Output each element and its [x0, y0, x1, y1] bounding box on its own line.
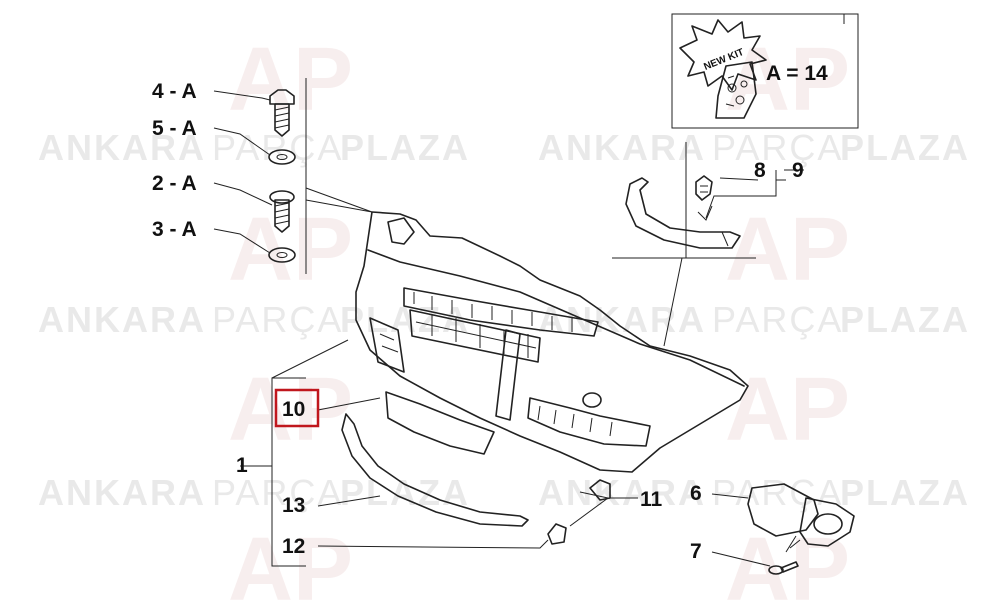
watermark-text: PARÇA: [712, 299, 843, 340]
label-10: 10: [282, 398, 305, 421]
watermark-text: PARÇA: [712, 127, 843, 168]
label-6: 6: [690, 482, 702, 505]
leader-lines: [213, 90, 804, 567]
washer-3: [268, 247, 296, 263]
watermark-text: ANKARA: [38, 127, 206, 168]
watermark-logo-text: AP: [725, 200, 850, 300]
kit-box-frame: [671, 13, 859, 129]
label-7: 7: [690, 540, 702, 563]
kit-formula: A = 14: [766, 62, 828, 85]
watermark-text: PARÇA: [712, 472, 843, 513]
screw-7: [768, 561, 799, 575]
label-4a: 4 - A: [152, 80, 197, 103]
highlight-box-10: [274, 388, 320, 428]
watermark-text: ANKARA: [538, 299, 706, 340]
watermark-text: PARÇA: [212, 299, 343, 340]
label-2a: 2 - A: [152, 172, 197, 195]
label-5a: 5 - A: [152, 117, 197, 140]
watermark-text: ANKARA: [538, 127, 706, 168]
watermark-text: PARÇA: [212, 472, 343, 513]
watermark-text: PLAZA: [840, 472, 970, 513]
watermark-text: PLAZA: [340, 472, 470, 513]
watermark-text: PARÇA: [212, 127, 343, 168]
washer-5: [268, 149, 296, 165]
trim-clip-8: [695, 175, 713, 201]
bolt-2: [269, 190, 295, 233]
top-trim-strip: [625, 177, 741, 249]
watermark-text: ANKARA: [38, 299, 206, 340]
watermark-logo-text: AP: [228, 360, 353, 460]
watermark-logo-text: AP: [228, 520, 353, 600]
watermark-logo-text: AP: [228, 30, 353, 130]
watermark-logo: AP AP AP AP AP AP AP AP: [228, 30, 850, 600]
callout-labels: 4 - A 5 - A 2 - A 3 - A 1 10 13 12 11 6 …: [152, 80, 804, 563]
kit-bag-icon: [715, 61, 757, 119]
bolt-4: [269, 89, 295, 137]
label-12: 12: [282, 535, 305, 558]
label-9: 9: [792, 159, 804, 182]
watermark-text: ANKARA: [538, 472, 706, 513]
label-13: 13: [282, 494, 305, 517]
watermark-text: PLAZA: [840, 299, 970, 340]
watermark-text: ANKARA: [38, 472, 206, 513]
bracket-11: [547, 479, 611, 545]
front-bumper: [355, 211, 749, 473]
lower-spoiler-strip: [341, 413, 529, 527]
watermark-logo-text: AP: [725, 360, 850, 460]
label-3a: 3 - A: [152, 218, 197, 241]
fog-lamp-hole: [582, 392, 602, 408]
watermark-layer: AP AP AP AP AP AP AP AP ANKARA PARÇA PLA…: [38, 30, 970, 600]
label-11: 11: [640, 488, 663, 511]
fog-lamp-grille: [747, 483, 855, 547]
watermark-text: PLAZA: [840, 127, 970, 168]
watermark-text: PLAZA: [340, 127, 470, 168]
new-kit-starburst: [679, 19, 767, 91]
label-1: 1: [236, 454, 248, 477]
lower-mesh-grille: [385, 391, 495, 455]
label-8: 8: [754, 159, 766, 182]
fastener-group: [268, 78, 373, 274]
